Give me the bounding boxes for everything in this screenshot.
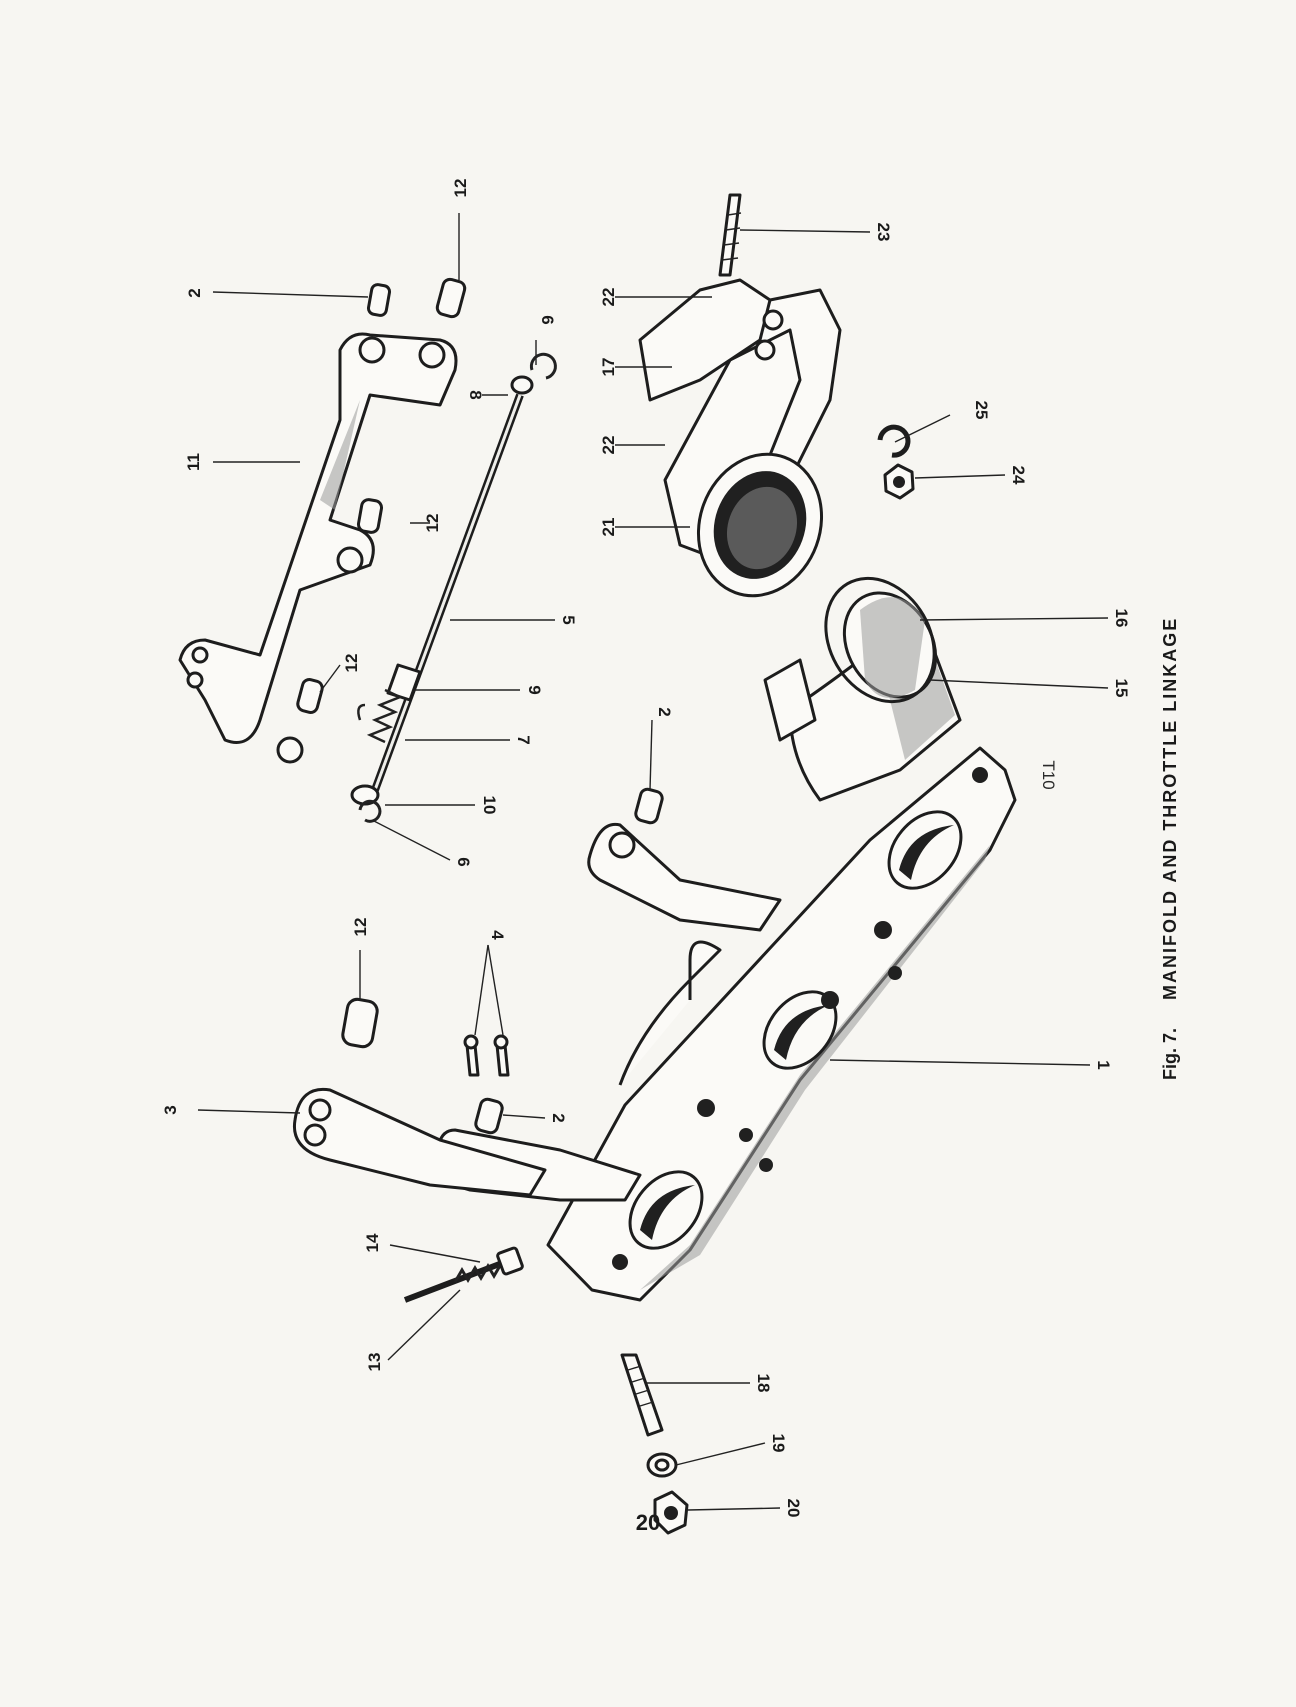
callout-19: 19	[769, 1434, 788, 1453]
callout-1: 1	[1094, 1060, 1113, 1069]
nut-and-circlip	[877, 424, 915, 500]
callout-22: 22	[599, 288, 618, 307]
callout-21: 21	[599, 518, 618, 537]
callout-23: 23	[874, 223, 893, 242]
figure-title: MANIFOLD AND THROTTLE LINKAGE	[1160, 617, 1180, 1000]
callout-20: 20	[784, 1499, 803, 1518]
callout-12: 12	[351, 918, 370, 937]
callout-10: 10	[480, 796, 499, 815]
hose-and-clip	[763, 576, 938, 742]
callout-6: 6	[538, 315, 557, 324]
pins-and-bushes	[296, 277, 664, 1135]
callout-13: 13	[365, 1353, 384, 1372]
callout-22: 22	[599, 436, 618, 455]
leader-lines	[197, 213, 1109, 1511]
callout-2: 2	[655, 707, 674, 716]
throttle-lever	[292, 1087, 547, 1197]
callouts: 2 12 11 12 12 6 8 5 9 7 10 6 12 4 3 2 2 …	[161, 179, 1131, 1518]
figure-caption: Fig. 7. MANIFOLD AND THROTTLE LINKAGE	[1160, 617, 1180, 1080]
callout-5: 5	[559, 615, 578, 624]
callout-15: 15	[1112, 679, 1131, 698]
figure-number: Fig. 7.	[1160, 1028, 1180, 1080]
callout-2: 2	[549, 1113, 568, 1122]
callout-12: 12	[342, 654, 361, 673]
callout-12: 12	[423, 514, 442, 533]
callout-16: 16	[1112, 609, 1131, 628]
callout-3: 3	[161, 1105, 180, 1114]
stud-washer-nut	[620, 1353, 689, 1535]
linkage-bracket	[178, 332, 458, 764]
callout-8: 8	[466, 390, 485, 399]
adjusting-screw	[403, 1246, 524, 1303]
callout-11: 11	[184, 453, 203, 471]
page-number: 20	[635, 1510, 661, 1535]
callout-24: 24	[1009, 466, 1028, 485]
throttle-rod	[350, 352, 557, 823]
casting-mark: T10	[1039, 760, 1058, 789]
callout-9: 9	[525, 685, 544, 694]
callout-14: 14	[363, 1233, 382, 1252]
callout-18: 18	[754, 1374, 773, 1393]
adaptor-assembly	[638, 193, 842, 598]
callout-17: 17	[599, 358, 618, 377]
callout-7: 7	[514, 735, 533, 744]
callout-6: 6	[454, 857, 473, 866]
callout-12: 12	[451, 179, 470, 198]
callout-4: 4	[488, 930, 507, 940]
callout-2: 2	[185, 288, 204, 297]
callout-25: 25	[972, 401, 991, 420]
